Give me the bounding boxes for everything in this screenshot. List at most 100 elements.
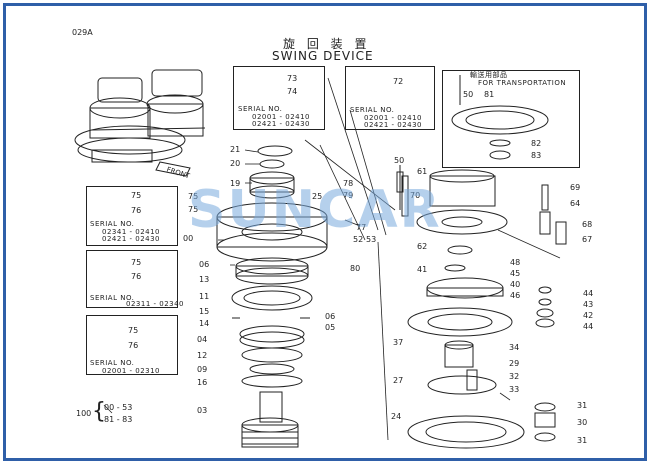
callout-27: 27 [393,376,404,385]
callout-06: 06 [199,260,210,269]
callout-31-b: 31 [577,436,588,445]
callout-67: 67 [582,235,593,244]
callout-03: 03 [197,406,208,415]
callout-19: 19 [230,179,241,188]
title-chinese: 旋 回 装 置 [283,37,371,51]
box6-serial-line-1: 02001 - 02310 [102,367,161,375]
box3-part-50: 50 [463,90,474,99]
callout-52: 52 [353,235,364,244]
box4-part-76: 76 [131,206,142,215]
serial-box-73-74 [233,66,325,130]
callout-45: 45 [510,269,521,278]
title-english: SWING DEVICE [272,49,374,63]
callout-15: 15 [199,307,210,316]
box4-serial-line-1: 02341 - 02410 [102,228,161,236]
box3-part-81: 81 [484,90,495,99]
callout-16: 16 [197,378,208,387]
serial-box-02341 [86,186,178,246]
serial-box-02001 [86,315,178,375]
callout-42: 42 [583,311,594,320]
callout-43: 43 [583,300,594,309]
callout-04: 04 [197,335,208,344]
callout-20: 20 [230,159,241,168]
callout-31-a: 31 [577,401,588,410]
box1-part-73: 73 [287,74,298,83]
callout-05: 05 [325,323,336,332]
callout-62: 62 [417,242,428,251]
transportation-ring [451,75,549,160]
callout-44-b: 44 [583,322,594,331]
center-stack-parts [216,145,328,448]
legend-line-2: 81 - 83 [104,415,133,424]
callout-29: 29 [509,359,520,368]
box4-serial-line-2: 02421 - 02430 [102,235,161,243]
callout-70: 70 [410,191,421,200]
callout-32: 32 [509,372,520,381]
transportation-box [442,70,580,168]
callout-53: 53 [366,235,377,244]
callout-33: 33 [509,385,520,394]
callout-41: 41 [417,265,428,274]
box2-part-72: 72 [393,77,404,86]
box2-serial-label: SERIAL NO. [350,106,395,114]
box5-serial-label: SERIAL NO. [90,294,135,302]
box1-serial-line-2: 02421 - 02430 [252,120,311,128]
box1-serial-line-1: 02001 - 02410 [252,113,311,121]
callout-75-a: 75 [188,192,199,201]
box1-part-74: 74 [287,87,298,96]
callout-13: 13 [199,275,210,284]
box3-note-cn: 輸送用部品 [470,71,508,79]
page-code: 029A [72,28,93,37]
box1-serial-label: SERIAL NO. [238,105,283,113]
callout-00: 00 [183,234,194,243]
box3-note-en: FOR TRANSPORTATION [478,79,567,87]
callout-75-b: 75 [188,205,199,214]
box6-part-76: 76 [128,341,139,350]
legend-prefix: 100 [76,409,92,418]
right-stack-parts [396,165,567,449]
box4-part-75: 75 [131,191,142,200]
callout-48: 48 [510,258,521,267]
watermark: SUNCAR [188,180,442,240]
serial-box-72 [345,66,435,130]
box2-serial-line-2: 02421 - 02430 [364,121,423,129]
callout-79: 79 [343,191,354,200]
callout-12: 12 [197,351,208,360]
callout-34: 34 [509,343,520,352]
box3-part-82: 82 [531,139,542,148]
box3-part-83: 83 [531,151,542,160]
callout-44-a: 44 [583,289,594,298]
box4-serial-label: SERIAL NO. [90,220,135,228]
callout-25: 25 [312,192,323,201]
callout-61: 61 [417,167,428,176]
callout-09: 09 [197,365,208,374]
callout-14: 14 [199,319,210,328]
callout-78: 78 [343,179,354,188]
callout-46: 46 [510,291,521,300]
callout-50: 50 [394,156,405,165]
callout-80: 80 [350,264,361,273]
box5-part-76: 76 [131,272,142,281]
box5-serial-line-1: 02311 - 02340 [126,300,185,308]
callout-37: 37 [393,338,404,347]
callout-06-b: 06 [325,312,336,321]
legend-brace: { [92,399,106,424]
box6-serial-label: SERIAL NO. [90,359,135,367]
callout-11: 11 [199,292,210,301]
callout-30: 30 [577,418,588,427]
box2-serial-line-1: 02001 - 02410 [364,114,423,122]
callout-69: 69 [570,183,581,192]
callout-68: 68 [582,220,593,229]
callout-21: 21 [230,145,241,154]
leader-lines [103,77,561,441]
serial-box-02311 [86,250,178,308]
callout-77: 77 [356,223,367,232]
assembled-swing-device-illustration [74,69,206,177]
legend-line-1: 00 - 53 [104,403,133,412]
callout-64: 64 [570,199,581,208]
box6-part-75: 75 [128,326,139,335]
callout-40: 40 [510,280,521,289]
callout-24: 24 [391,412,402,421]
box5-part-75: 75 [131,258,142,267]
